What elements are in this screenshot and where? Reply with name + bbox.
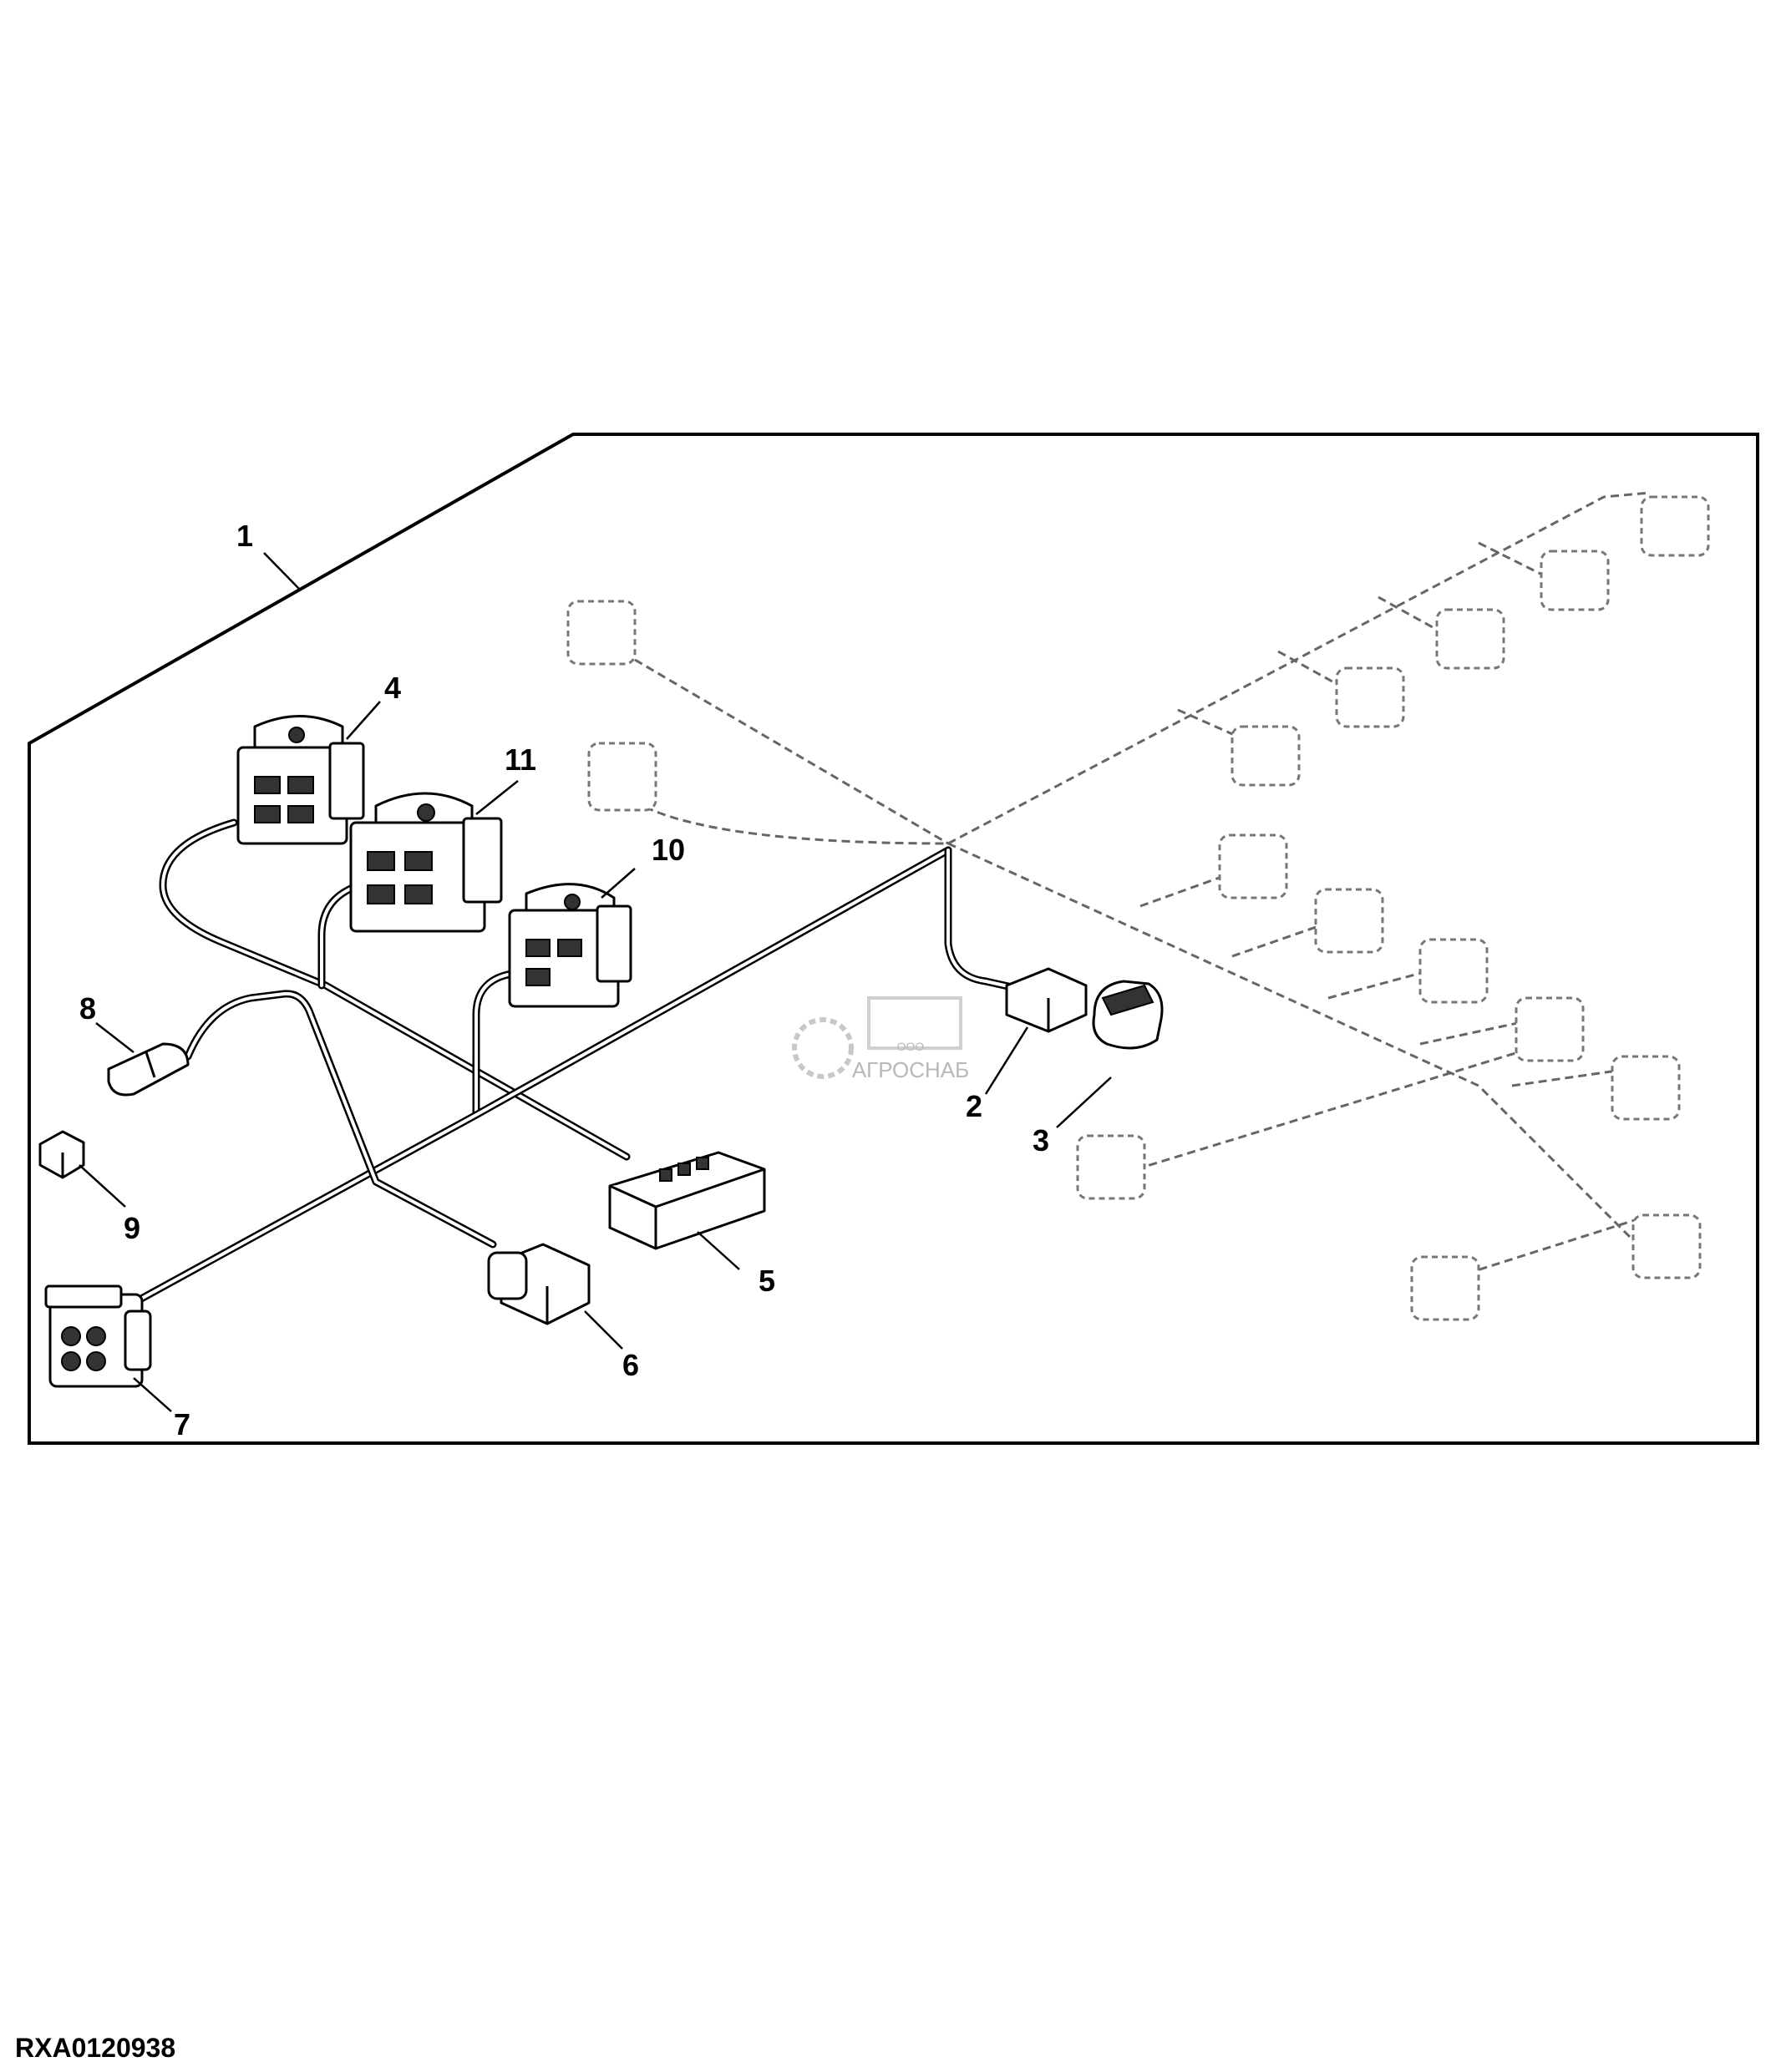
callout-4: 4	[384, 671, 401, 705]
connector-11	[349, 792, 503, 933]
callout-9: 9	[124, 1211, 140, 1245]
phantom-harness	[566, 491, 1710, 1321]
callout-8: 8	[79, 991, 96, 1026]
harness-wires	[129, 818, 1028, 1307]
connector-9	[38, 1130, 85, 1179]
watermark-text: АГРОСНАБ	[852, 1057, 969, 1082]
connector-10	[508, 883, 632, 1008]
watermark: ООО АГРОСНАБ	[792, 996, 969, 1082]
connector-6	[487, 1243, 591, 1325]
connector-7	[44, 1284, 152, 1388]
leader-lines	[79, 701, 1112, 1412]
harness-frame	[28, 433, 1759, 1445]
callout-2: 2	[966, 1089, 982, 1123]
connector-4	[236, 715, 365, 845]
callout-10: 10	[652, 833, 685, 867]
callout-11: 11	[505, 742, 536, 777]
figure-id: RXA0120938	[15, 2033, 175, 2063]
connector-5	[608, 1151, 766, 1250]
callout-7: 7	[174, 1407, 190, 1441]
watermark-small-text: ООО	[897, 1040, 925, 1053]
callout-6: 6	[622, 1348, 639, 1382]
leader-1	[263, 552, 300, 590]
connector-2	[1005, 967, 1088, 1033]
cap-3	[1092, 980, 1164, 1050]
callout-5: 5	[759, 1264, 775, 1298]
callout-1: 1	[236, 519, 253, 553]
connector-8	[107, 1042, 190, 1097]
callout-3: 3	[1033, 1123, 1049, 1158]
